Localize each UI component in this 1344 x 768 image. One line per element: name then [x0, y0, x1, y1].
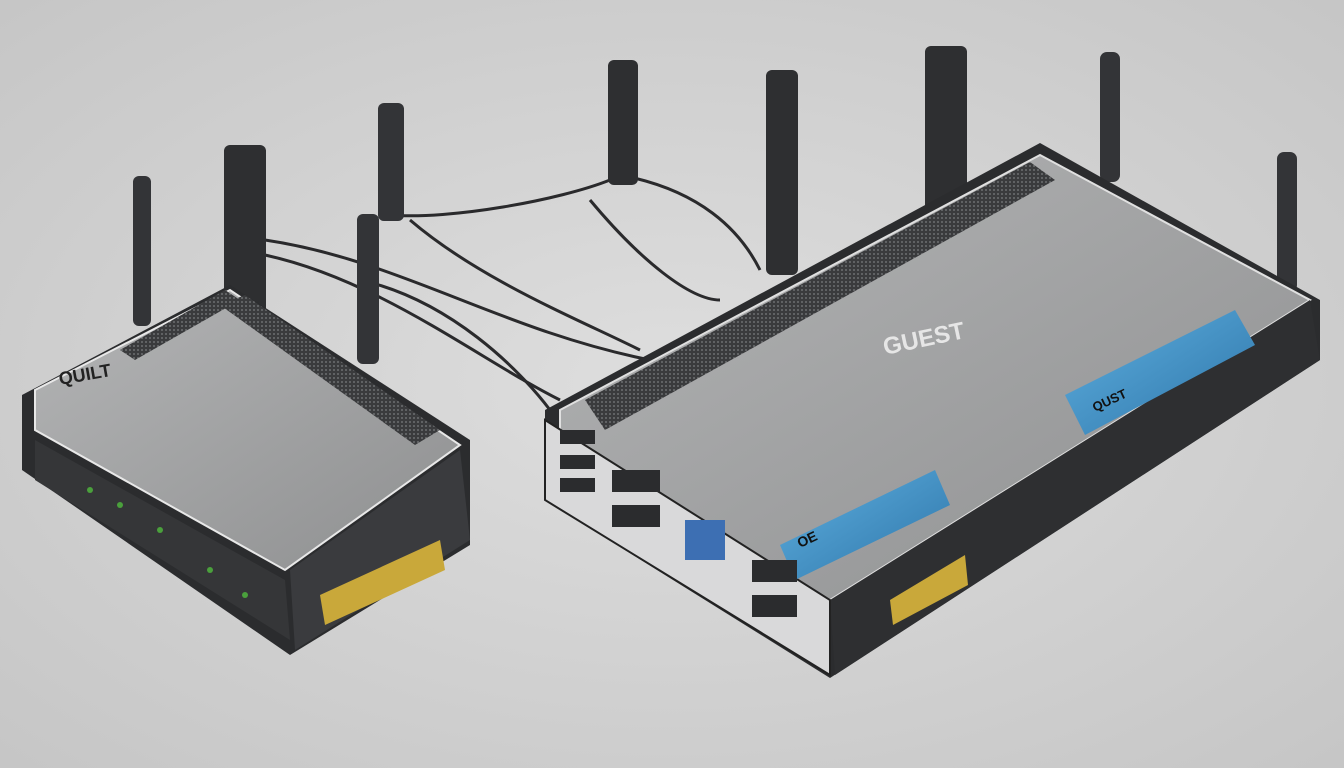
cables — [264, 173, 762, 411]
left-router: QUILT — [22, 103, 470, 655]
blue-panel-label: OE — [795, 528, 820, 551]
right-router: GUEST OE QUST — [544, 46, 1320, 678]
